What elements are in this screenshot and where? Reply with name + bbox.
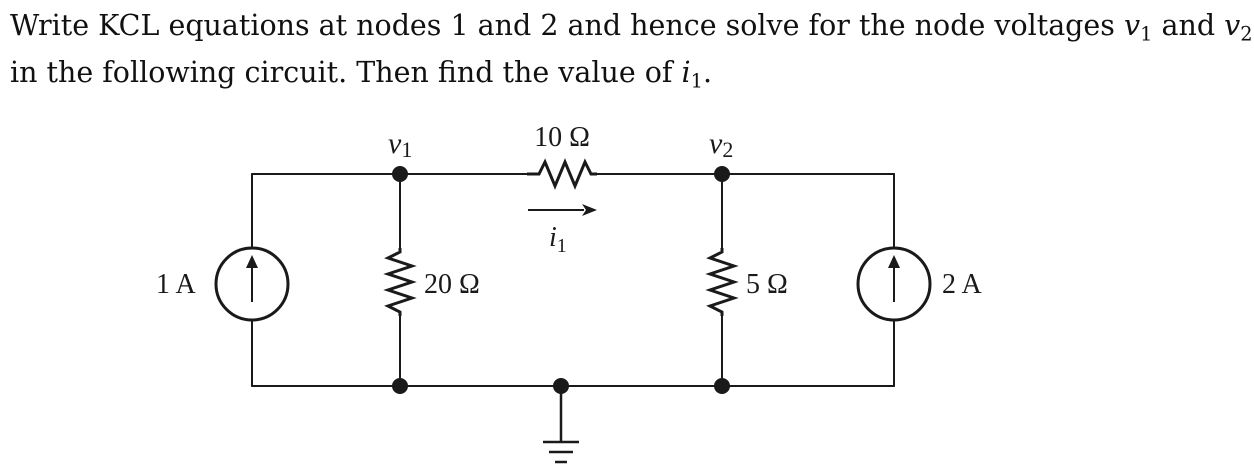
node-2-label: v2: [709, 127, 733, 162]
question-var-i1-letter: i: [681, 56, 691, 90]
question-line-2: in the following circuit. Then find the …: [10, 53, 1246, 100]
current-source-right: [856, 246, 932, 322]
node-1-dot: [392, 166, 408, 182]
resistor-5-ohm: [705, 248, 739, 316]
source-right-label: 2 A: [942, 269, 982, 300]
resistor-10-ohm: [527, 158, 597, 190]
question-var-i1: i1: [681, 56, 703, 92]
question-var-v2-sub: 2: [1240, 22, 1253, 46]
question-var-v2: v2: [1224, 9, 1253, 46]
question-text: Write KCL equations at nodes 1 and 2 and…: [10, 6, 1253, 101]
node-bottom-right-dot: [714, 378, 730, 394]
node-2-dot: [714, 166, 730, 182]
resistor-20-ohm: [383, 248, 417, 316]
source-left-label: 1 A: [156, 269, 196, 300]
arrow-up-icon: [246, 255, 258, 268]
node-bottom-left-dot: [392, 378, 408, 394]
ground-icon: [543, 386, 579, 464]
question-var-i1-sub: 1: [690, 69, 703, 93]
question-var-v1-sub: 1: [1140, 22, 1153, 46]
question-var-v2-letter: v: [1224, 9, 1241, 42]
question-var-v1-letter: v: [1123, 9, 1141, 42]
question-var-v1: v1: [1123, 9, 1153, 46]
arrow-right-icon: [582, 204, 597, 216]
question-line2-prefix: in the following circuit. Then find the …: [10, 56, 682, 90]
current-i1-label: i1: [549, 222, 567, 257]
question-line1-prefix: Write KCL equations at nodes 1 and 2 and…: [10, 9, 1124, 42]
question-line1-mid: and: [1152, 9, 1225, 42]
question-line-1: Write KCL equations at nodes 1 and 2 and…: [10, 6, 1253, 53]
resistor-10-ohm-label: 10 Ω: [534, 122, 590, 153]
question-line2-suffix: .: [702, 56, 713, 90]
resistor-5-ohm-label: 5 Ω: [746, 269, 788, 300]
current-source-left: [214, 246, 290, 322]
resistor-20-ohm-label: 20 Ω: [424, 269, 480, 300]
arrow-up-icon: [888, 255, 900, 268]
current-arrow-i1: [528, 204, 597, 216]
node-1-label: v1: [388, 127, 412, 162]
